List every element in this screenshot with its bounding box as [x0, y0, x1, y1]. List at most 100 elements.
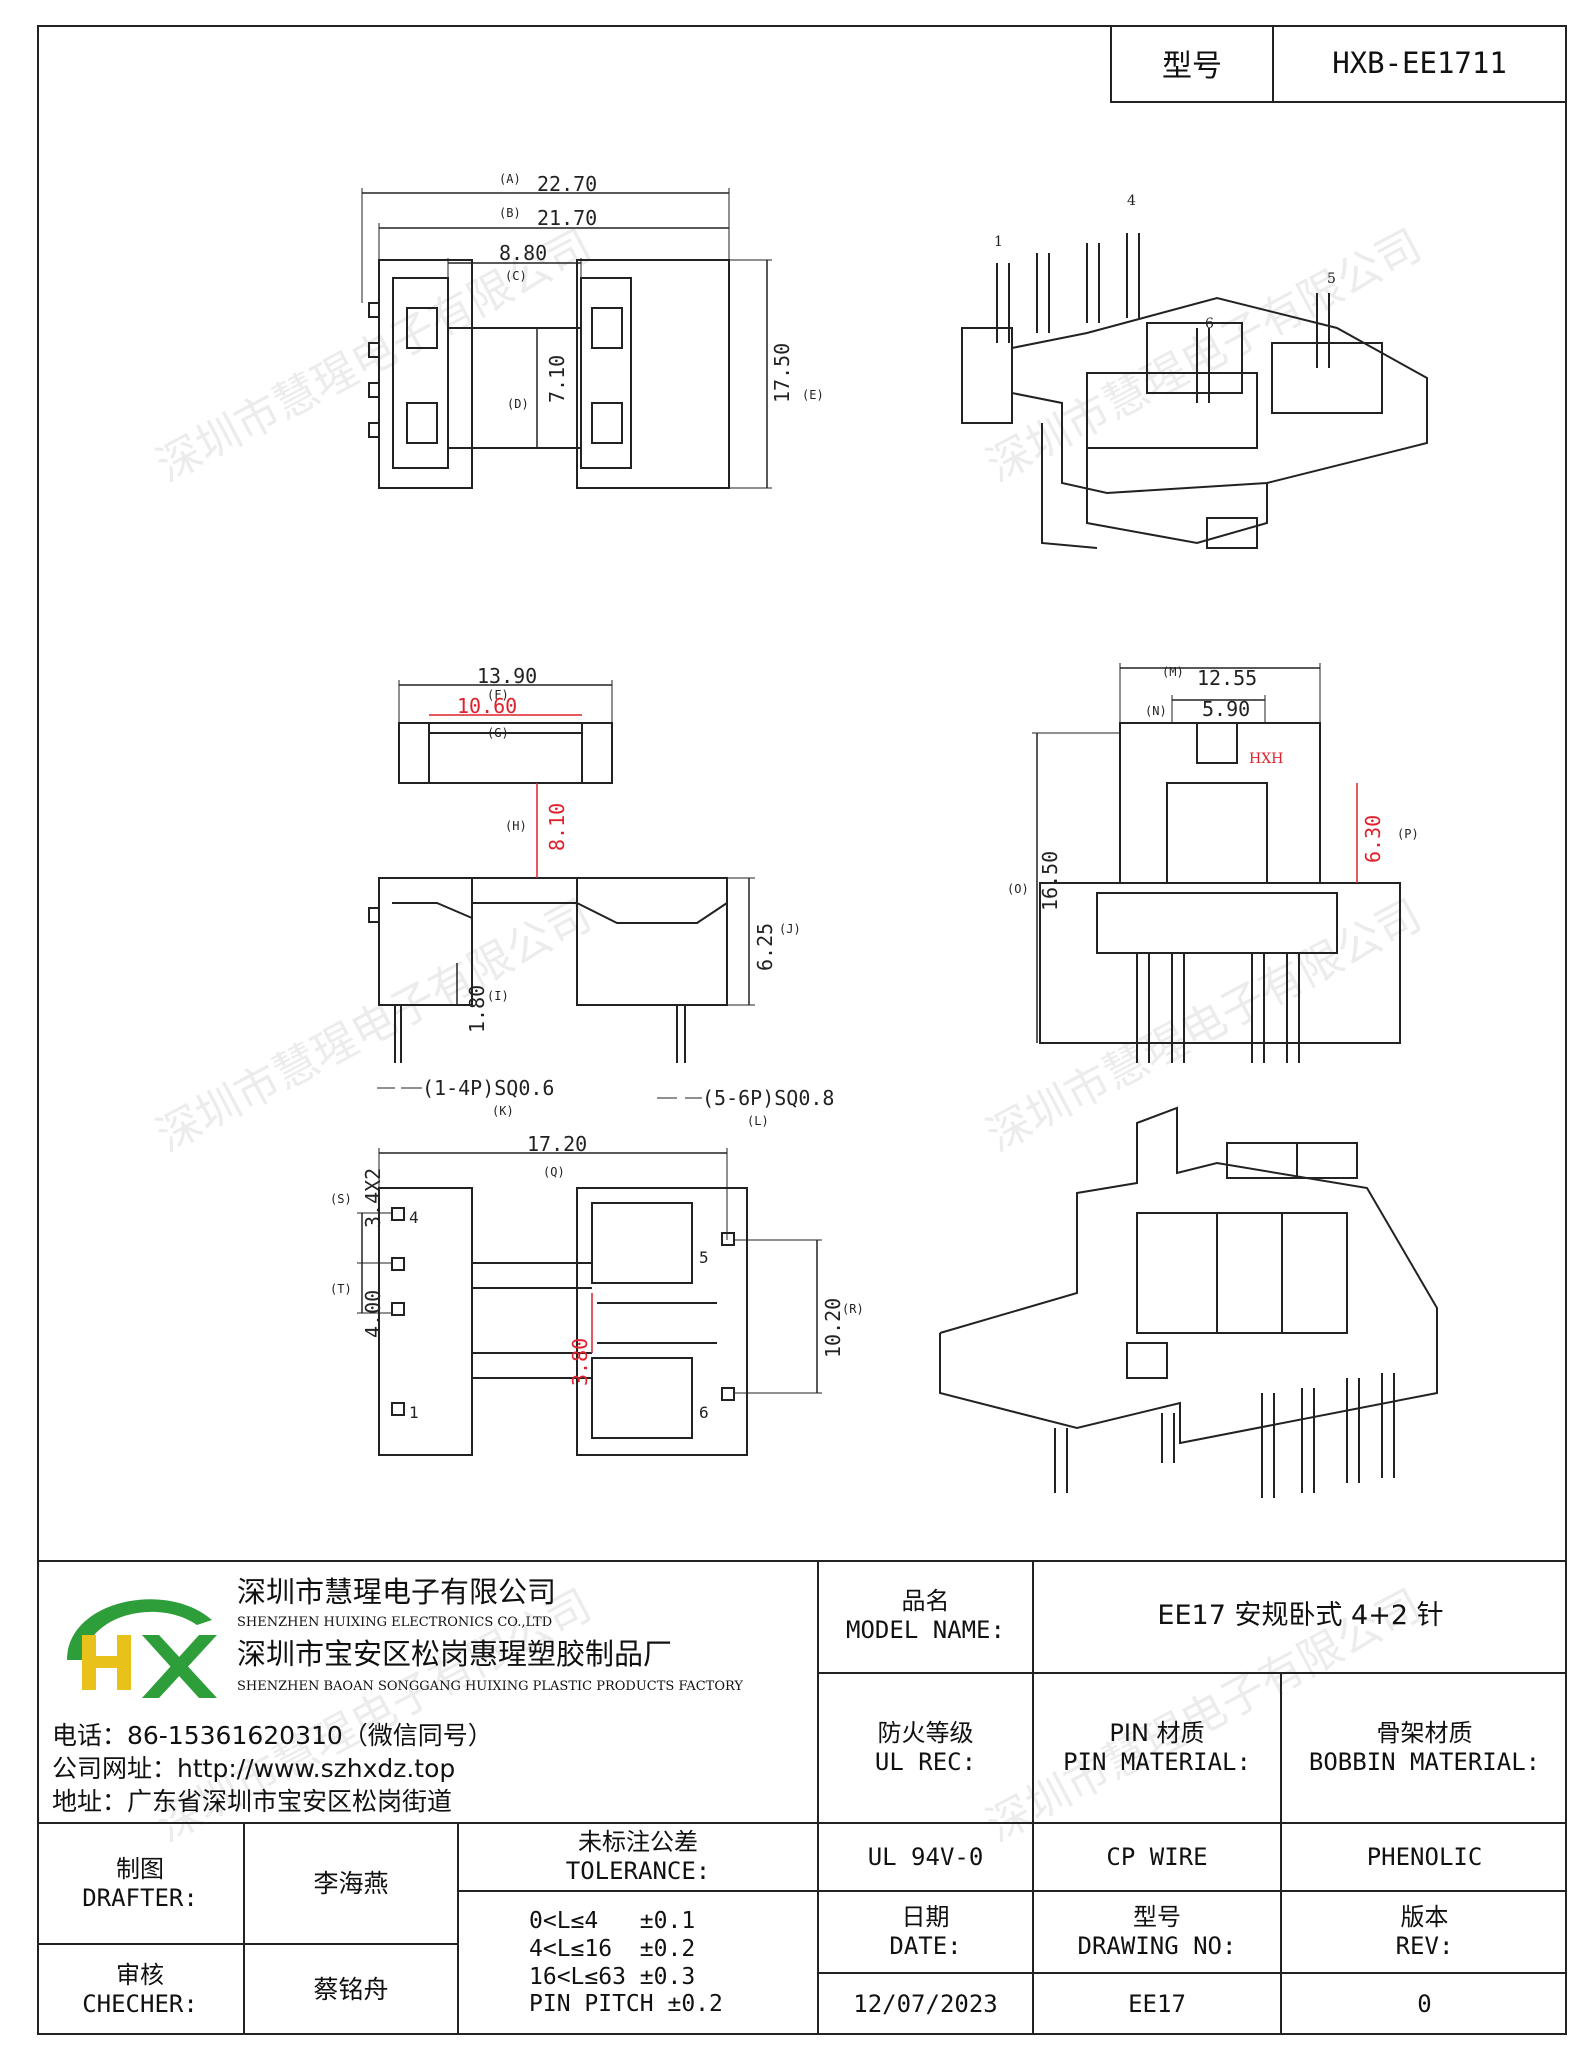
ul-rec-label: 防火等级 UL REC: [819, 1674, 1032, 1822]
company-name-en-2: SHENZHEN BAOAN SONGGANG HUIXING PLASTIC … [237, 1679, 743, 1695]
dim-a-tag: (A) [499, 172, 521, 186]
tolerance-en: TOLERANCE: [565, 1857, 711, 1885]
iso-pin-1: 1 [994, 234, 1003, 250]
company-name-cn-2: 深圳市宝安区松岗惠瑆塑胶制品厂 [237, 1636, 673, 1671]
dim-i-tag: (I) [487, 989, 509, 1003]
bottom-view: 17.20 (Q) 10.20 (R) (S) 3.4X2 (T) 4.00 3… [330, 1132, 864, 1456]
dim-g-tag: (G) [487, 726, 509, 740]
dim-c-value: 8.80 [499, 241, 547, 265]
dim-f-value: 13.90 [477, 664, 537, 688]
rev-label: 版本 REV: [1282, 1892, 1567, 1972]
date-en: DATE: [889, 1932, 962, 1960]
checker-en: CHECHER: [82, 1990, 198, 2018]
dim-e-tag: (E) [802, 388, 824, 402]
bobbin-material-value: PHENOLIC [1366, 1842, 1483, 1871]
dim-p-value: 6.30 [1361, 815, 1385, 863]
drafter-name: 李海燕 [313, 1868, 389, 1898]
bobbin-material-label: 骨架材质 BOBBIN MATERIAL: [1282, 1674, 1567, 1822]
ul-rec-cn: 防火等级 [877, 1719, 974, 1748]
drafter-en: DRAFTER: [82, 1883, 198, 1912]
dim-l-tag: (L) [747, 1114, 769, 1128]
dim-m-value: 12.55 [1197, 666, 1257, 690]
model-name-cn: 品名 [901, 1587, 950, 1616]
rev-value: 0 [1417, 1990, 1432, 2019]
dim-k-tag: (K) [492, 1104, 514, 1118]
dim-h-tag: (H) [505, 819, 527, 833]
company-address: 地址：广东省深圳市宝安区松岗街道 [52, 1787, 453, 1816]
dim-u-value: 3.80 [568, 1338, 592, 1386]
ul-rec-value: UL 94V-0 [867, 1842, 984, 1871]
checker-name: 蔡铭舟 [313, 1975, 389, 2004]
model-value: HXB-EE1711 [1332, 46, 1507, 80]
dim-i-value: 1.80 [465, 985, 489, 1033]
drawing-no-value: EE17 [1128, 1990, 1186, 2019]
bobbin-material-cn: 骨架材质 [1376, 1719, 1473, 1748]
company-logo [67, 1599, 217, 1698]
company-phone: 电话：86-15361620310（微信同号） [52, 1721, 493, 1750]
pin-material-en: PIN MATERIAL: [1063, 1748, 1251, 1776]
dim-c-tag: (C) [505, 269, 527, 283]
dim-r-tag: (R) [842, 1302, 864, 1316]
model-label: 型号 [1112, 25, 1274, 101]
tolerance-line: 0<L≤4 ±0.1 [529, 1908, 696, 1935]
dim-m-tag: (M) [1162, 665, 1184, 679]
pin-material-cn: PIN 材质 [1109, 1719, 1205, 1748]
dim-j-tag: (J) [779, 922, 801, 936]
dim-h-value: 8.10 [545, 803, 569, 851]
drafter-label: 制图 DRAFTER: [37, 1824, 243, 1943]
dim-j-value: 6.25 [753, 923, 777, 971]
drawing-no-en: DRAWING NO: [1077, 1932, 1237, 1960]
dim-d-tag: (D) [507, 397, 529, 411]
dim-s-value: 3.4X2 [361, 1168, 385, 1228]
rev-cn: 版本 [1400, 1903, 1449, 1932]
drawing-no-label: 型号 DRAWING NO: [1034, 1892, 1280, 1972]
tolerance-cn: 未标注公差 [578, 1828, 698, 1857]
dim-n-tag: (N) [1145, 704, 1167, 718]
technical-drawing: (A) 22.70 (B) 21.70 8.80 (C) (D) 7.10 17… [330, 172, 1438, 1498]
date-value: 12/07/2023 [853, 1990, 998, 2019]
pin-material-label: PIN 材质 PIN MATERIAL: [1034, 1674, 1280, 1822]
iso-pin-5: 5 [1327, 271, 1336, 287]
dim-t-tag: (T) [330, 1282, 352, 1296]
dim-b-tag: (B) [499, 206, 521, 220]
dim-d-value: 7.10 [545, 355, 569, 403]
rev-en: REV: [1395, 1932, 1454, 1960]
ul-rec-en: UL REC: [874, 1748, 977, 1776]
tolerance-line: PIN PITCH ±0.2 [529, 1991, 723, 2018]
tolerance-line: 4<L≤16 ±0.2 [529, 1935, 696, 1962]
bottom-pin-1: 1 [409, 1403, 419, 1422]
front-view: 13.90 (F) 10.60 (G) (H) 8.10 6.25 (J) 1.… [368, 664, 834, 1128]
dim-s-tag: (S) [330, 1192, 352, 1206]
model-name-label: 品名 MODEL NAME: [819, 1560, 1032, 1672]
pin-material-value: CP WIRE [1106, 1842, 1208, 1871]
bottom-pin-4: 4 [409, 1208, 419, 1227]
date-label: 日期 DATE: [819, 1892, 1032, 1972]
bottom-pin-5: 5 [699, 1248, 709, 1267]
dim-q-value: 17.20 [527, 1132, 587, 1156]
bottom-pin-6: 6 [699, 1403, 709, 1422]
dim-n-value: 5.90 [1202, 697, 1250, 721]
date-cn: 日期 [901, 1903, 950, 1932]
company-website: 公司网址：http://www.szhxdz.top [52, 1754, 456, 1783]
checker-label: 审核 CHECHER: [37, 1945, 243, 2035]
iso-pin-6: 6 [1205, 316, 1214, 332]
dim-t-value: 4.00 [361, 1290, 385, 1338]
iso-view-bottom [939, 1106, 1438, 1498]
iso-view-top: 1 4 5 6 [961, 193, 1428, 549]
iso-pin-4: 4 [1127, 193, 1136, 209]
company-name-cn-1: 深圳市慧瑆电子有限公司 [237, 1574, 557, 1609]
drafter-cn: 制图 [116, 1854, 164, 1883]
company-name-en-1: SHENZHEN HUIXING ELECTRONICS CO.,LTD [237, 1615, 553, 1631]
brand-mark: HXH [1249, 751, 1283, 767]
drawing-no-cn: 型号 [1133, 1903, 1181, 1932]
dim-o-value: 16.50 [1038, 851, 1062, 911]
dim-g-value: 10.60 [457, 694, 517, 718]
checker-cn: 审核 [116, 1961, 164, 1990]
dim-f-tag: (F) [487, 688, 509, 702]
dim-r-value: 10.20 [821, 1298, 845, 1358]
model-name-en: MODEL NAME: [846, 1616, 1005, 1644]
dim-o-tag: (O) [1007, 882, 1029, 896]
dim-k-value: (1-4P)SQ0.6 [422, 1076, 554, 1100]
dim-q-tag: (Q) [543, 1165, 565, 1179]
dim-b-value: 21.70 [537, 206, 597, 230]
